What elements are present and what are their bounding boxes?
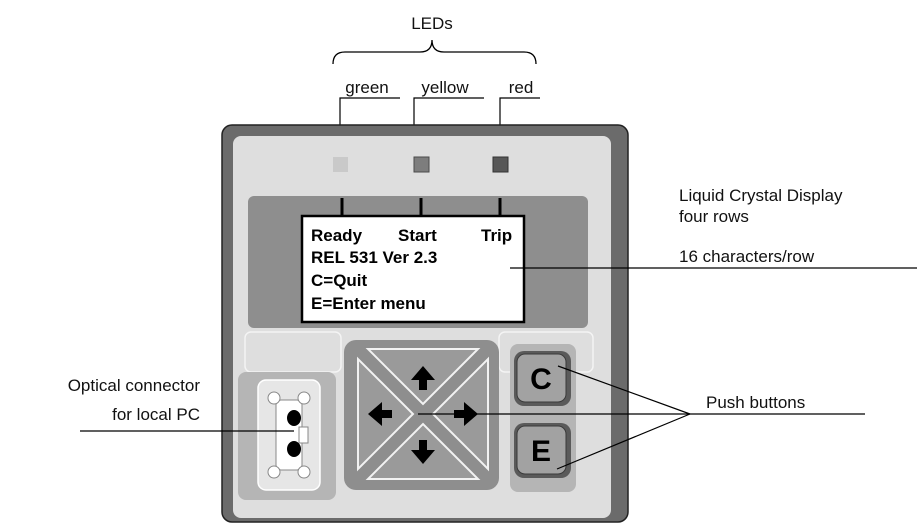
lcd-status-ready: Ready: [311, 226, 363, 245]
lcd-annotation-line-1: Liquid Crystal Display: [679, 186, 843, 205]
lcd-line-3: C=Quit: [311, 271, 368, 290]
optical-annotation-line-1: Optical connector: [68, 376, 201, 395]
leds-brace: [332, 39, 537, 65]
push-buttons-annotation: Push buttons: [706, 393, 805, 412]
lcd-status-start: Start: [398, 226, 437, 245]
led-yellow-indicator: [413, 156, 430, 173]
arrow-up-icon: [411, 366, 435, 390]
e-button-label: E: [531, 435, 551, 468]
leds-title: LEDs: [411, 14, 453, 33]
led-label-green: green: [345, 78, 388, 97]
c-button-label: C: [530, 363, 552, 396]
led-red-indicator: [492, 156, 509, 173]
led-label-yellow: yellow: [421, 78, 469, 97]
led-label-red: red: [509, 78, 534, 97]
push-buttons-leaders: [418, 365, 865, 470]
lcd-annotation-line-2: four rows: [679, 207, 749, 226]
c-button[interactable]: C: [514, 351, 571, 406]
optical-connector[interactable]: [267, 391, 311, 479]
arrow-keypad-housing: [344, 340, 499, 490]
lcd-screen: [300, 214, 526, 324]
e-button[interactable]: E: [514, 423, 571, 478]
optical-annotation-line-2: for local PC: [112, 405, 200, 424]
lcd-line-2: REL 531 Ver 2.3: [311, 248, 437, 267]
arrow-left-icon: [368, 402, 392, 426]
lcd-line-4: E=Enter menu: [311, 294, 426, 313]
arrow-down-icon: [411, 440, 435, 464]
led-green-indicator: [333, 157, 348, 172]
arrow-keypad: [357, 348, 489, 480]
lcd-status-ticks: [340, 198, 502, 217]
lcd-status-trip: Trip: [481, 226, 512, 245]
lcd-annotation-line-3: 16 characters/row: [679, 247, 815, 266]
